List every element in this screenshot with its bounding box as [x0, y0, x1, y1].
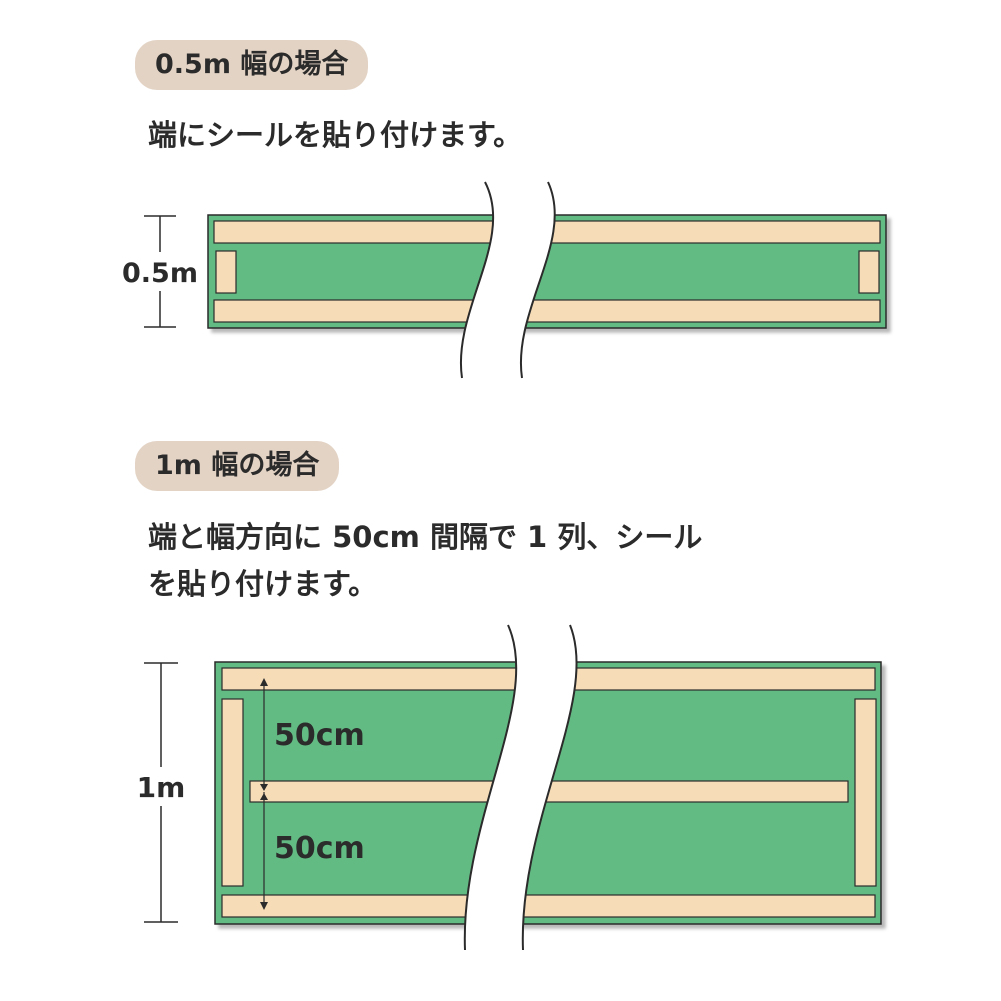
section1-heading: 0.5m 幅の場合 — [135, 40, 369, 90]
width-label-half-meter: 0.5m — [122, 258, 198, 289]
section2-heading: 1m 幅の場合 — [135, 441, 340, 491]
section2-description-line1: 端と幅方向に 50cm 間隔で 1 列、シール — [148, 520, 703, 554]
spacing-top-label: 50cm — [274, 718, 365, 753]
dimension-half-meter: 0.5m — [108, 215, 206, 328]
sticker-bottom-edge-1m — [221, 894, 876, 918]
spacing-bottom-label: 50cm — [274, 831, 365, 866]
break-mark-1 — [460, 182, 555, 378]
section2-description-line2: を貼り付けます。 — [148, 567, 378, 601]
sticker-right-end — [858, 250, 880, 294]
sticker-right-end-1m — [854, 698, 877, 887]
sticker-bottom-edge — [213, 299, 881, 323]
sticker-left-end-1m — [221, 698, 244, 887]
sticker-left-end — [215, 250, 237, 294]
mat-half-meter — [207, 214, 887, 329]
spacing-dimension: 50cm 50cm — [260, 678, 365, 910]
break-line-2-right — [521, 624, 578, 951]
break-mark-2 — [464, 625, 577, 950]
mat-one-meter — [214, 661, 882, 925]
section1-description: 端にシールを貼り付けます。 — [148, 118, 523, 152]
break-line-1-left — [459, 181, 495, 379]
width-label-one-meter: 1m — [137, 771, 186, 804]
dimension-one-meter: 1m — [125, 662, 197, 923]
break-line-1-right — [519, 181, 556, 379]
break-line-2-left — [463, 624, 518, 951]
